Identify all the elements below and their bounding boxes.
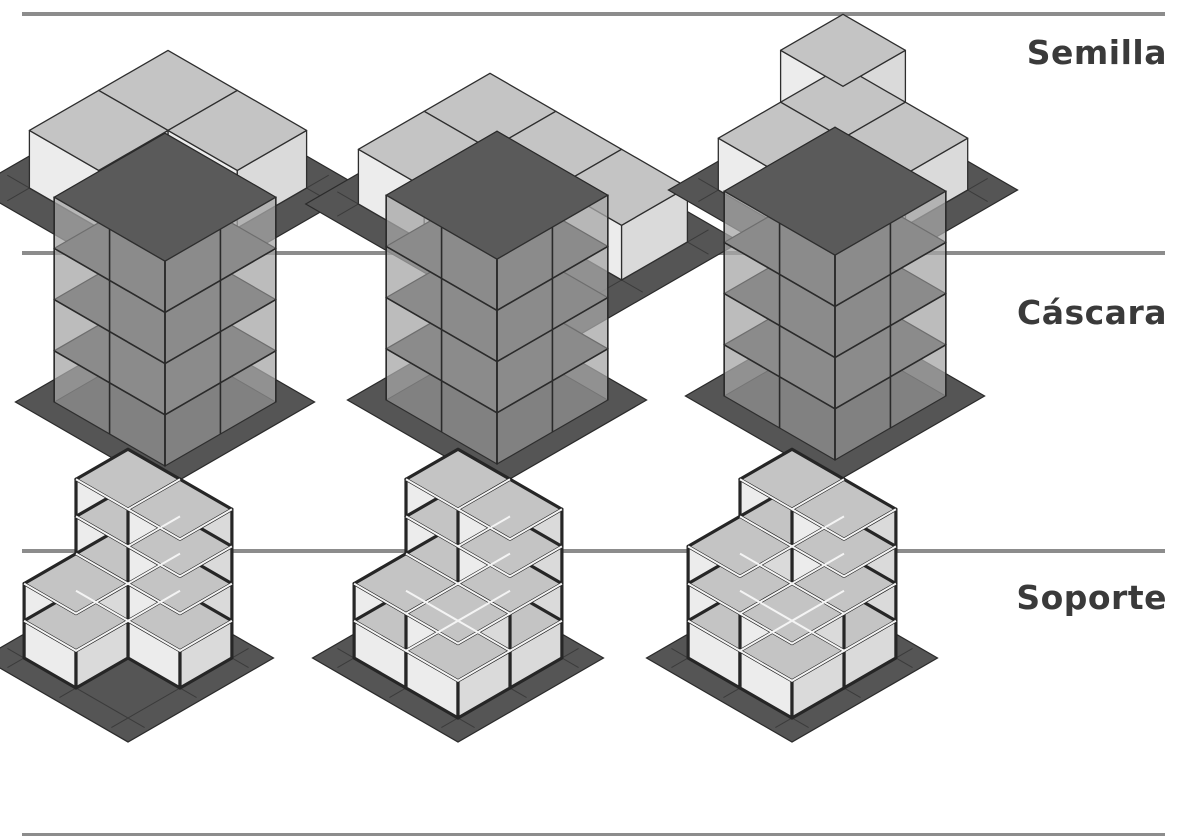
soporte-model-1 — [0, 449, 274, 742]
soporte-model-3 — [647, 449, 938, 742]
soporte-model-2 — [313, 449, 604, 742]
